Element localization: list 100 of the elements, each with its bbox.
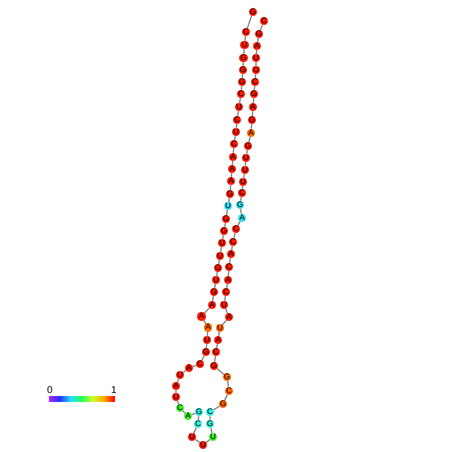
backbone-link bbox=[222, 320, 227, 326]
nucleotide-circle: G bbox=[226, 190, 234, 198]
backbone-link bbox=[232, 148, 234, 153]
nucleotide-circle: G bbox=[239, 54, 248, 62]
backbone-link bbox=[212, 296, 214, 301]
backbone-link bbox=[218, 332, 220, 336]
nucleotide-circle: G bbox=[214, 264, 222, 272]
nucleotide-circle: U bbox=[234, 102, 244, 112]
scale-tick-label: 0 bbox=[47, 386, 53, 396]
backbone-link bbox=[232, 161, 234, 165]
backbone-link bbox=[254, 86, 256, 90]
nucleotide-circle: C bbox=[194, 420, 202, 428]
nucleotide-circle: A bbox=[184, 364, 194, 372]
nucleotide-circle: A bbox=[252, 42, 262, 50]
nucleotide-circle: G bbox=[210, 288, 218, 296]
backbone-link bbox=[216, 368, 224, 375]
nucleotide-circle: A bbox=[184, 412, 192, 420]
nucleotide-circle: C bbox=[232, 224, 240, 234]
backbone-link bbox=[195, 438, 200, 444]
nucleotide-circle: A bbox=[226, 176, 236, 186]
nucleotide-circle: G bbox=[206, 420, 214, 428]
nucleotide-circle: A bbox=[246, 128, 256, 138]
backbone-link bbox=[237, 111, 239, 116]
backbone-link bbox=[228, 198, 230, 202]
nucleotide-circle: C bbox=[242, 28, 250, 36]
backbone-link bbox=[175, 390, 177, 393]
backbone-link bbox=[248, 136, 251, 142]
nucleotide-circle: G bbox=[222, 372, 232, 382]
nucleotide-circle: G bbox=[194, 408, 204, 416]
nucleotide-circle: U bbox=[212, 276, 220, 284]
backbone-link bbox=[260, 24, 264, 30]
nucleotide-circle: A bbox=[224, 276, 232, 284]
backbone-link bbox=[243, 49, 245, 54]
nucleotide-circle: A bbox=[208, 300, 216, 310]
nucleotide-circle: G bbox=[238, 66, 248, 74]
backbone-link bbox=[230, 185, 232, 190]
nucleotide-circle: C bbox=[224, 262, 234, 272]
nucleotide-circle: U bbox=[252, 66, 260, 74]
nucleotide-circle: G bbox=[248, 8, 258, 16]
backbone-link bbox=[213, 406, 220, 410]
nucleotide-circle: G bbox=[236, 200, 244, 210]
nucleotide-circle: C bbox=[196, 360, 204, 368]
nucleotide-circle: C bbox=[206, 408, 214, 416]
backbone-link bbox=[227, 381, 229, 387]
backbone-link bbox=[229, 258, 231, 263]
nucleotide-circle: C bbox=[222, 288, 230, 296]
nucleotide-circle: U bbox=[216, 324, 224, 332]
nucleotide-circle: U bbox=[220, 300, 228, 310]
backbone-link bbox=[242, 74, 244, 78]
nucleotide-circle: A bbox=[197, 312, 206, 321]
backbone-link bbox=[254, 74, 256, 78]
nucleotide-circle: U bbox=[176, 370, 184, 380]
nucleotide-circle: U bbox=[232, 128, 240, 136]
nucleotide-circle: A bbox=[248, 102, 258, 112]
backbone-link bbox=[234, 136, 236, 140]
nucleotide-circle: C bbox=[260, 16, 268, 26]
nucleotide-circle: U bbox=[198, 440, 208, 450]
nucleotide-circle: U bbox=[218, 238, 226, 248]
backbone-link bbox=[255, 62, 257, 66]
backbone-link bbox=[214, 284, 216, 288]
backbone-link bbox=[209, 416, 211, 420]
nucleotide-circle: C bbox=[238, 188, 246, 198]
backbone-link bbox=[224, 296, 226, 301]
nucleotide-circle: G bbox=[202, 348, 210, 356]
backbone-link bbox=[224, 223, 226, 227]
nucleotide-circle: G bbox=[248, 116, 256, 124]
backbone-link bbox=[242, 186, 244, 189]
nucleotide-circle: A bbox=[224, 312, 234, 322]
nucleotide-circle: C bbox=[176, 404, 184, 412]
nucleotide-circle: A bbox=[228, 152, 238, 162]
backbone-link bbox=[244, 162, 246, 166]
backbone-link bbox=[252, 98, 254, 103]
backbone-link bbox=[224, 394, 228, 400]
nucleotide-circle: G bbox=[220, 226, 228, 236]
backbone-link bbox=[225, 308, 228, 314]
nucleotide-circle: C bbox=[228, 238, 238, 246]
nucleotide-circle: U bbox=[240, 166, 250, 174]
backbone-link bbox=[246, 150, 248, 154]
nucleotide-circle: C bbox=[230, 140, 238, 148]
backbone-link bbox=[252, 111, 254, 116]
nucleotide-circle: A bbox=[228, 164, 236, 174]
nucleotide-circle: U bbox=[216, 252, 224, 260]
backbone-link bbox=[226, 284, 228, 288]
nucleotide-circle: C bbox=[236, 90, 246, 98]
backbone-link bbox=[182, 370, 186, 373]
nucleotide-circle: G bbox=[222, 214, 230, 224]
nucleotide-circle: A bbox=[204, 323, 212, 332]
nucleotide-circle: A bbox=[172, 382, 180, 390]
backbone-link bbox=[243, 174, 245, 178]
nucleotide-circle: A bbox=[214, 336, 222, 344]
nucleotide-circle: G bbox=[244, 142, 252, 150]
nucleotide-circle: A bbox=[226, 250, 236, 258]
backbone-link bbox=[216, 344, 218, 348]
backbone-link bbox=[239, 98, 241, 103]
nucleotide-circle: U bbox=[238, 178, 248, 186]
nucleotide-circle: G bbox=[238, 78, 246, 86]
nucleotide-circle: C bbox=[232, 116, 242, 124]
backbone-link bbox=[220, 247, 222, 252]
nucleotide-circle: U bbox=[224, 202, 232, 210]
nucleotide-circle: U bbox=[188, 432, 196, 442]
